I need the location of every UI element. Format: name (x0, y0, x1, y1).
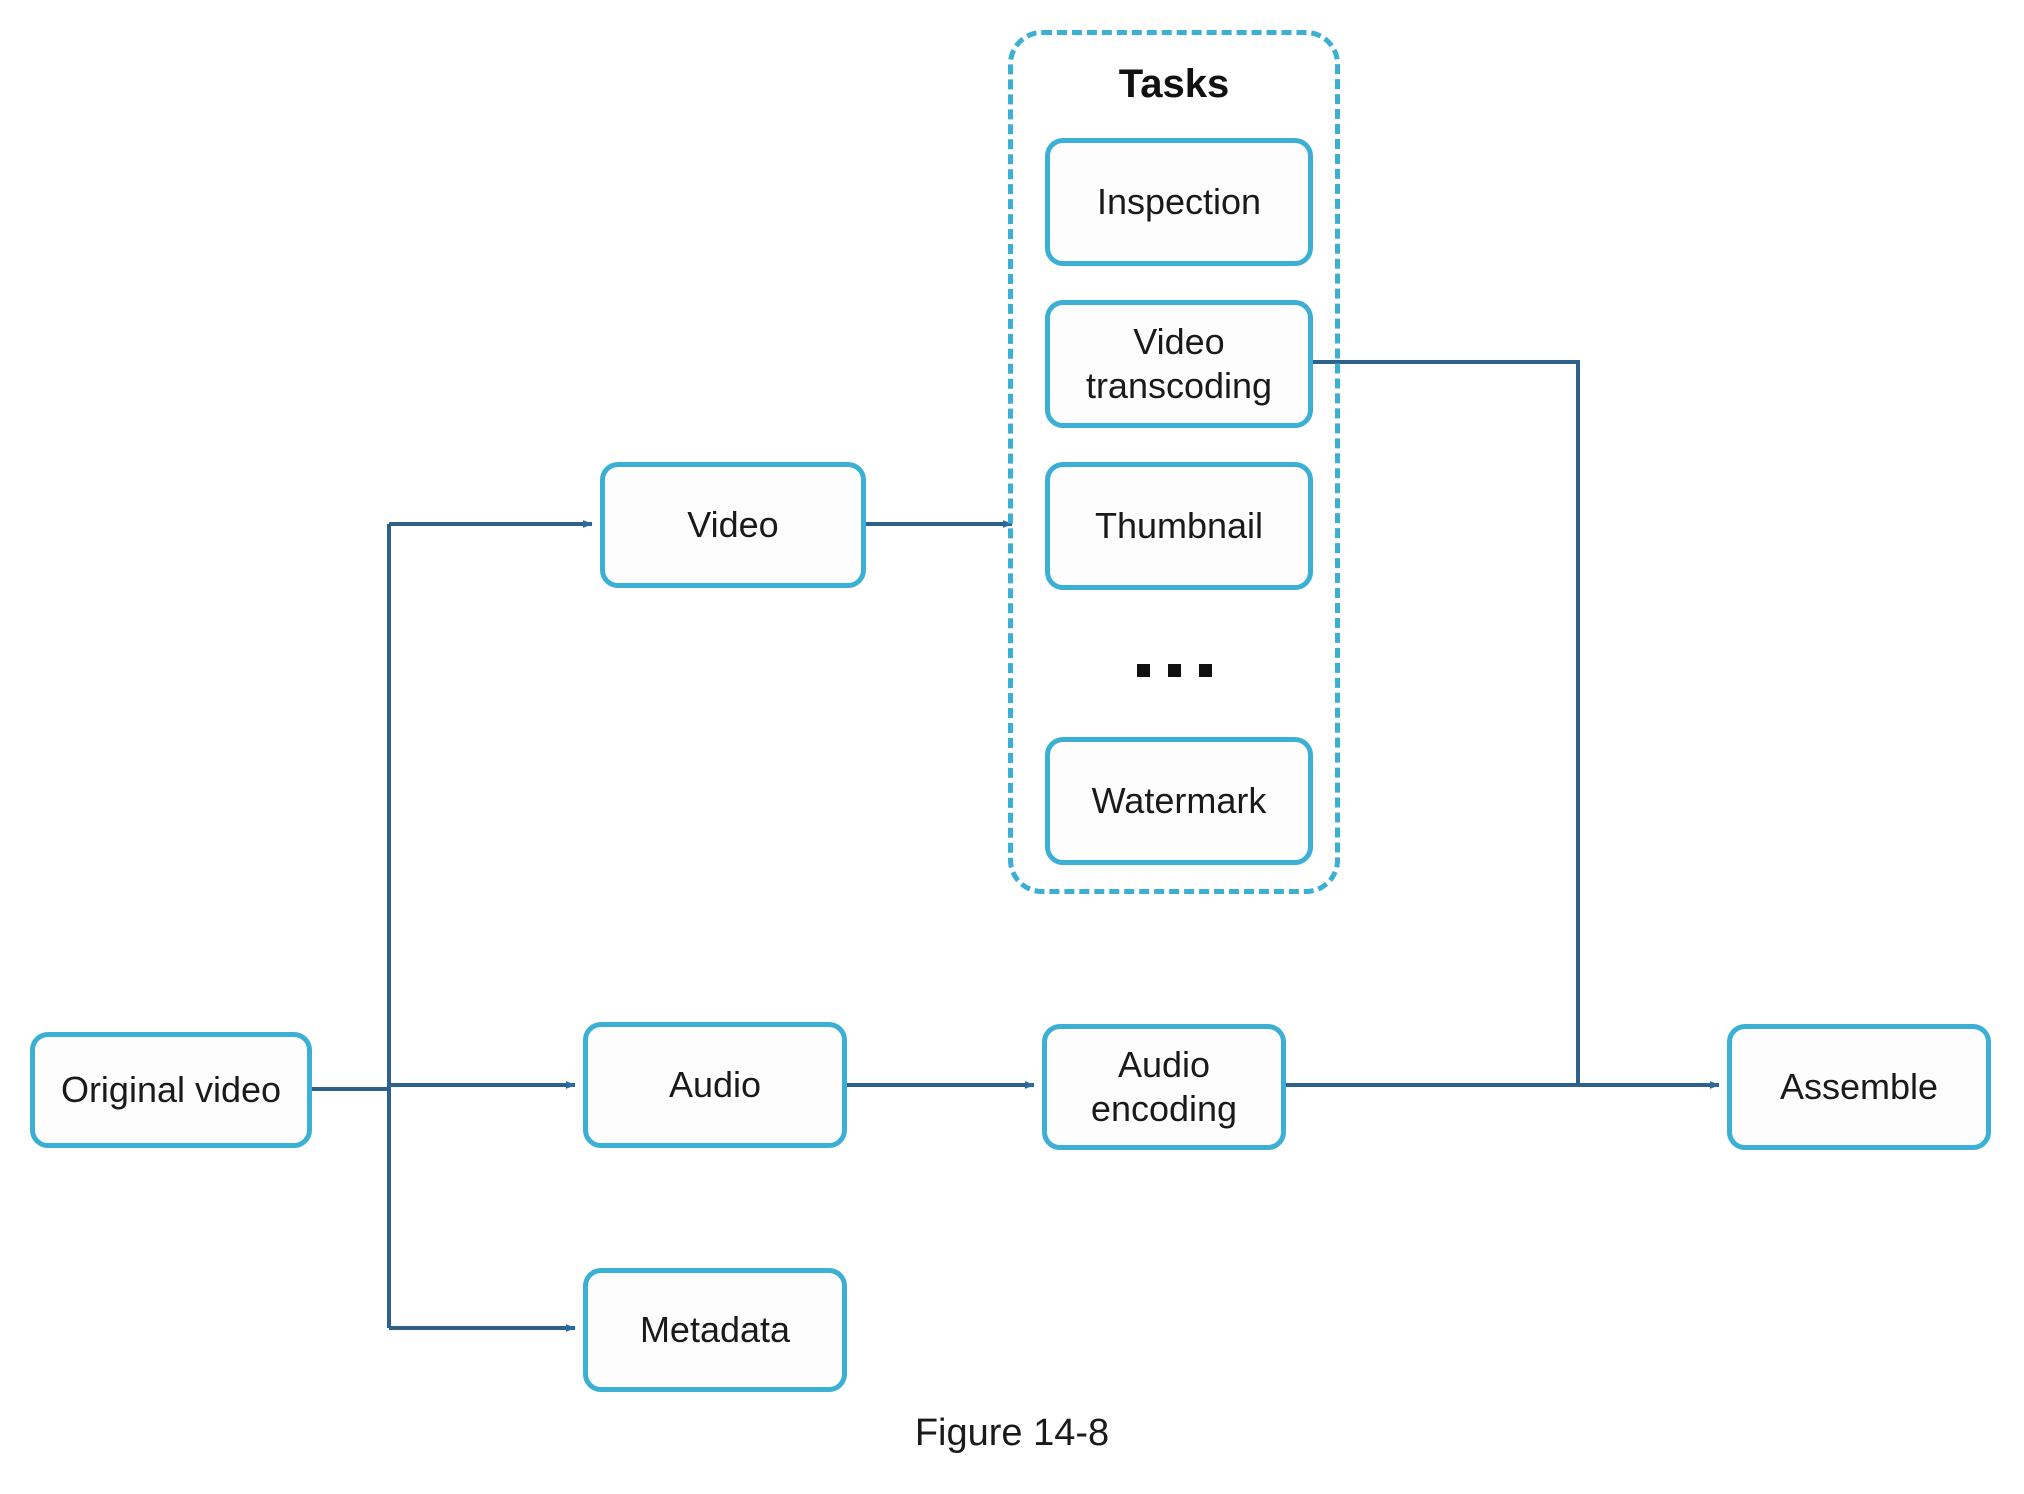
node-metadata-label: Metadata (639, 1309, 791, 1351)
tasks-ellipsis-icon (1008, 650, 1340, 690)
ellipsis-dot-1 (1136, 663, 1150, 677)
task-node-watermark-label: Watermark (1091, 780, 1267, 822)
edge-video-transcoding-to-assemble (1313, 360, 1580, 1085)
node-original-video-label: Original video (60, 1069, 282, 1111)
node-assemble[interactable]: Assemble (1727, 1024, 1991, 1150)
tasks-group-title: Tasks (1118, 62, 1230, 106)
node-assemble-label: Assemble (1779, 1066, 1939, 1108)
task-node-video-transcoding-label: Video transcoding (1085, 321, 1273, 406)
node-audio[interactable]: Audio (583, 1022, 847, 1148)
task-node-thumbnail-label: Thumbnail (1094, 505, 1264, 547)
node-metadata[interactable]: Metadata (583, 1268, 847, 1392)
node-video[interactable]: Video (600, 462, 866, 588)
task-node-inspection[interactable]: Inspection (1045, 138, 1313, 266)
task-node-thumbnail[interactable]: Thumbnail (1045, 462, 1313, 590)
ellipsis-dot-3 (1198, 663, 1212, 677)
node-audio-encoding[interactable]: Audio encoding (1042, 1024, 1286, 1150)
figure-caption: Figure 14-8 (914, 1412, 1110, 1454)
node-original-video[interactable]: Original video (30, 1032, 312, 1148)
task-node-watermark[interactable]: Watermark (1045, 737, 1313, 865)
task-node-inspection-label: Inspection (1096, 181, 1262, 223)
node-audio-label: Audio (668, 1064, 762, 1106)
task-node-video-transcoding[interactable]: Video transcoding (1045, 300, 1313, 428)
node-audio-encoding-label: Audio encoding (1090, 1044, 1238, 1129)
node-video-label: Video (687, 504, 779, 546)
ellipsis-dot-2 (1167, 663, 1181, 677)
